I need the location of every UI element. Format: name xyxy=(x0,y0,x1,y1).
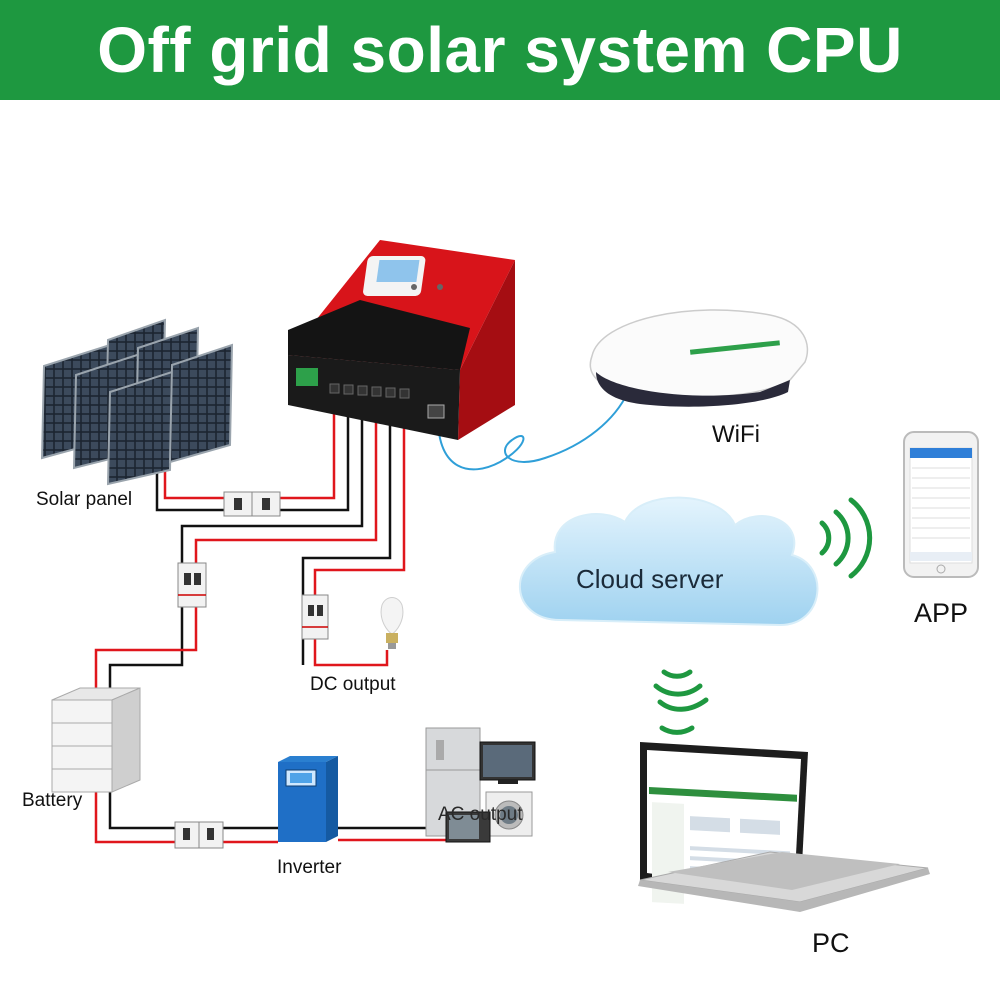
battery-label: Battery xyxy=(22,790,83,811)
cloud-server-shape xyxy=(518,496,819,627)
laptop-icon xyxy=(638,742,930,912)
dc-output-label: DC output xyxy=(310,674,396,695)
page-title: Off grid solar system CPU xyxy=(97,14,903,86)
signal-icon-pc xyxy=(653,669,709,735)
wifi-router xyxy=(589,309,809,407)
cloud-server-label: Cloud server xyxy=(576,564,724,594)
inverter-label: Inverter xyxy=(277,857,342,878)
ac-output-label: AC output xyxy=(438,804,523,825)
header-banner xyxy=(0,0,1000,100)
solar-charge-controller xyxy=(288,240,515,440)
breaker-battery xyxy=(177,562,207,608)
battery-cabinet xyxy=(51,687,141,793)
wifi-cable xyxy=(437,391,629,471)
smartphone-icon xyxy=(903,431,979,578)
pc-label: PC xyxy=(812,928,850,958)
solar-panels xyxy=(40,318,234,486)
breaker-dc xyxy=(301,594,329,640)
breaker-solar xyxy=(223,491,281,517)
appliances-group xyxy=(425,727,536,843)
app-label: APP xyxy=(914,598,969,628)
signal-icon-app xyxy=(819,497,873,579)
lamp-icon xyxy=(380,597,404,649)
inverter-unit xyxy=(278,756,338,842)
breaker-inverter xyxy=(174,821,224,849)
solar-panel-label: Solar panel xyxy=(36,489,133,510)
wifi-label: WiFi xyxy=(712,421,760,448)
